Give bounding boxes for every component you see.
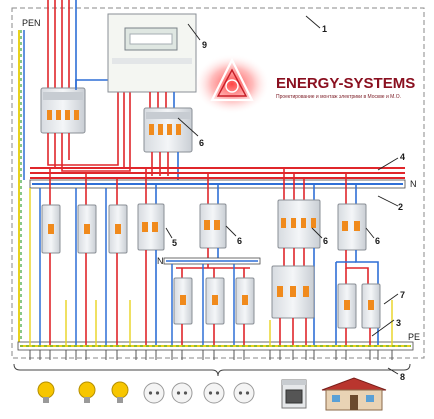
callout-6-top: 6: [199, 138, 204, 148]
outgoing-lines: [29, 350, 393, 360]
callouts: [165, 15, 399, 375]
neutral-to-meter: [75, 60, 113, 90]
bulb-icon: [37, 381, 55, 403]
main-breaker-output: [47, 133, 70, 160]
rcd-6-middle: [199, 173, 227, 264]
breaker-2: [77, 173, 97, 345]
breakers-7: [337, 283, 381, 345]
callout-3: 3: [396, 318, 401, 328]
phase-bus: [30, 167, 405, 179]
n-sub-bus-label: N: [157, 256, 164, 266]
socket-icon: [203, 382, 225, 404]
breaker-3pole: [271, 265, 315, 345]
socket-icon: [171, 382, 193, 404]
callout-6-right: 6: [323, 236, 328, 246]
rcd-5: [137, 168, 165, 345]
socket-icon: [143, 382, 165, 404]
callout-6-far-right: 6: [375, 236, 380, 246]
callout-1: 1: [322, 24, 327, 34]
enclosure-frame: [11, 7, 425, 359]
breaker-3: [108, 178, 128, 345]
logo-brand: ENERGY-SYSTEMS: [276, 75, 415, 92]
energy-meter: [107, 13, 197, 93]
feed-to-meter-3: [61, 60, 131, 172]
callout-9: 9: [202, 40, 207, 50]
feed-to-meter: [47, 60, 119, 166]
callout-7: 7: [400, 290, 405, 300]
bulb-icon: [78, 381, 96, 403]
pe-bus-label: PE: [408, 332, 420, 342]
house-icon: [321, 377, 387, 411]
stove-icon: [281, 379, 307, 409]
sub-breaker-1: [171, 264, 193, 345]
loads-brace: [13, 363, 411, 377]
pe-drops: [29, 188, 393, 345]
callout-2: 2: [398, 202, 403, 212]
logo-tagline: Проектирование и монтаж электрики в Моск…: [276, 94, 401, 100]
n-bus-label: N: [410, 179, 417, 189]
sub-breakers: [171, 264, 255, 345]
main-breaker: [40, 87, 86, 134]
meter-output: [149, 92, 167, 110]
load-icons: [37, 377, 387, 411]
sub-breaker-2: [202, 264, 225, 345]
sub-breaker-3: [233, 264, 255, 345]
callout-4: 4: [400, 152, 405, 162]
callout-6-middle: 6: [237, 236, 242, 246]
branch-breakers-left: [41, 168, 128, 345]
energy-systems-logo: ENERGY-SYSTEMS Проектирование и монтаж э…: [194, 54, 415, 114]
breaker-1: [41, 168, 61, 345]
neutral-drops-left: [39, 188, 107, 345]
pen-label: PEN: [22, 18, 41, 28]
rcd-main: [143, 107, 193, 153]
socket-icon: [233, 382, 255, 404]
callout-8: 8: [400, 372, 405, 382]
bulb-icon: [111, 381, 129, 403]
callout-5: 5: [172, 238, 177, 248]
rcd-6-far-right: [335, 173, 379, 345]
incoming-phases: [47, 0, 70, 90]
